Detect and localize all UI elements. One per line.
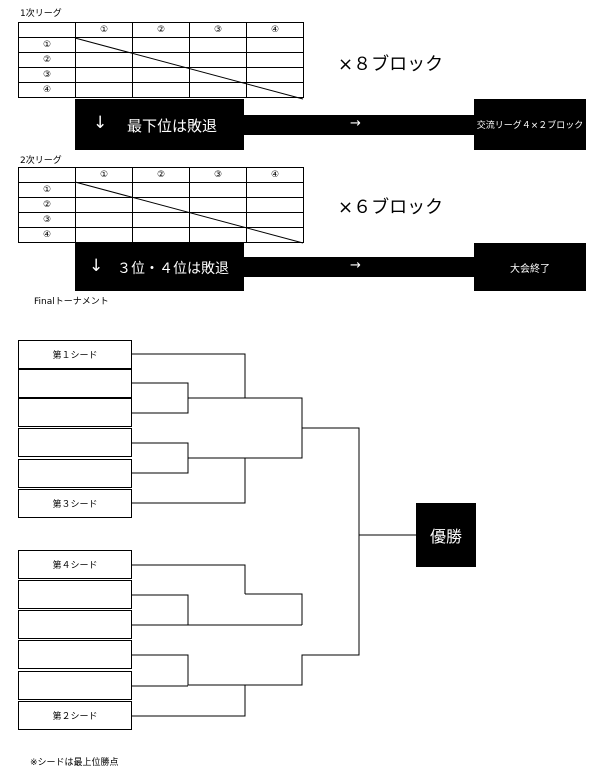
- arrow-down-icon: ↓: [93, 113, 108, 133]
- arrow-down-icon: ↓: [89, 256, 104, 276]
- bracket-slot: [18, 580, 132, 609]
- bracket-slot: [18, 369, 132, 398]
- league1-destination-box: 交流リーグ４×２ブロック: [474, 99, 586, 150]
- arrow-right-icon: →: [350, 116, 361, 131]
- bracket-slot: [18, 428, 132, 457]
- league2-eliminate-text: ３位・４位は敗退: [117, 261, 229, 277]
- bracket-slot: [18, 398, 132, 427]
- footnote: ※シードは最上位勝点: [30, 758, 119, 768]
- bracket-slot: 第２シード: [18, 701, 132, 730]
- league1-table: ① ② ③ ④ ① ② ③ ④: [18, 22, 304, 98]
- league1-connector-bar: →: [244, 115, 474, 135]
- league2-destination-box: 大会終了: [474, 243, 586, 291]
- league2-connector-bar: →: [244, 257, 474, 277]
- bracket-slot: 第１シード: [18, 340, 132, 369]
- league1-multiplier: ×８ブロック: [338, 54, 444, 75]
- final-title: Finalトーナメント: [34, 297, 109, 307]
- champion-box: 優勝: [416, 503, 476, 567]
- league2-row-header: ④: [18, 227, 76, 243]
- league2-multiplier: ×６ブロック: [338, 197, 444, 218]
- bracket-slot: [18, 610, 132, 639]
- bracket-slot: [18, 640, 132, 669]
- league1-eliminate-text: 最下位は敗退: [127, 117, 218, 135]
- league2-eliminate-box: ↓ ３位・４位は敗退: [75, 243, 244, 291]
- bracket-slot: 第３シード: [18, 489, 132, 518]
- arrow-right-icon: →: [350, 258, 361, 273]
- league1-eliminate-box: ↓ 最下位は敗退: [75, 99, 244, 150]
- bracket-slot: [18, 459, 132, 488]
- league1-title: 1次リーグ: [20, 9, 62, 19]
- bracket-slot: 第４シード: [18, 550, 132, 579]
- league2-title: 2次リーグ: [20, 156, 62, 166]
- bracket-slot: [18, 671, 132, 700]
